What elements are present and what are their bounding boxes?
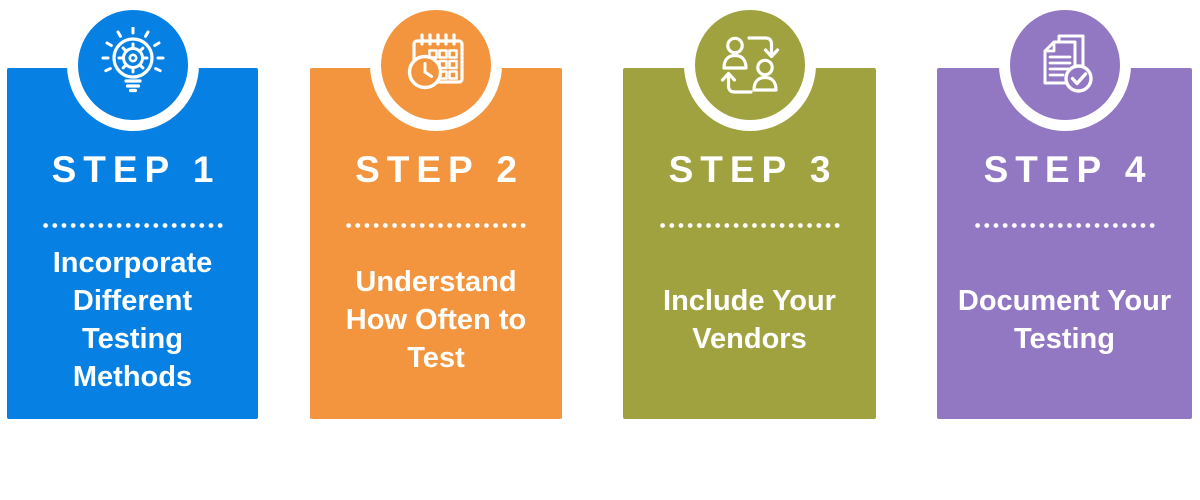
step-card-1: STEP 1 Incorporate Different Testing Met…	[7, 0, 258, 500]
dotted-divider	[40, 223, 225, 228]
people-exchange-icon	[720, 36, 779, 94]
step-description: Include Your Vendors	[663, 285, 836, 355]
lightbulb-gear-icon	[101, 27, 164, 93]
dotted-divider	[344, 223, 528, 228]
step-label: STEP 3	[668, 149, 838, 190]
step-label: STEP 1	[51, 149, 221, 190]
dotted-divider	[972, 223, 1157, 228]
icon-circle	[77, 10, 188, 120]
step-description: Incorporate Different Testing Methods	[52, 247, 213, 393]
step-description: Document Your Testing	[957, 285, 1172, 355]
step-card-2: STEP 2 Understand How Often to Test	[310, 0, 562, 500]
step-label: STEP 2	[355, 149, 524, 190]
icon-circle	[1009, 10, 1120, 120]
document-check-icon	[1043, 34, 1093, 93]
step-card-4: STEP 4 Document Your Testing	[937, 0, 1192, 500]
step-card-3: STEP 3 Include Your Vendors	[623, 0, 876, 500]
calendar-clock-icon	[407, 33, 464, 90]
dotted-divider	[657, 223, 842, 228]
icon-circle	[694, 10, 805, 120]
step-description: Understand How Often to Test	[345, 266, 527, 374]
icon-circle	[381, 10, 491, 120]
step-label: STEP 4	[983, 149, 1153, 190]
